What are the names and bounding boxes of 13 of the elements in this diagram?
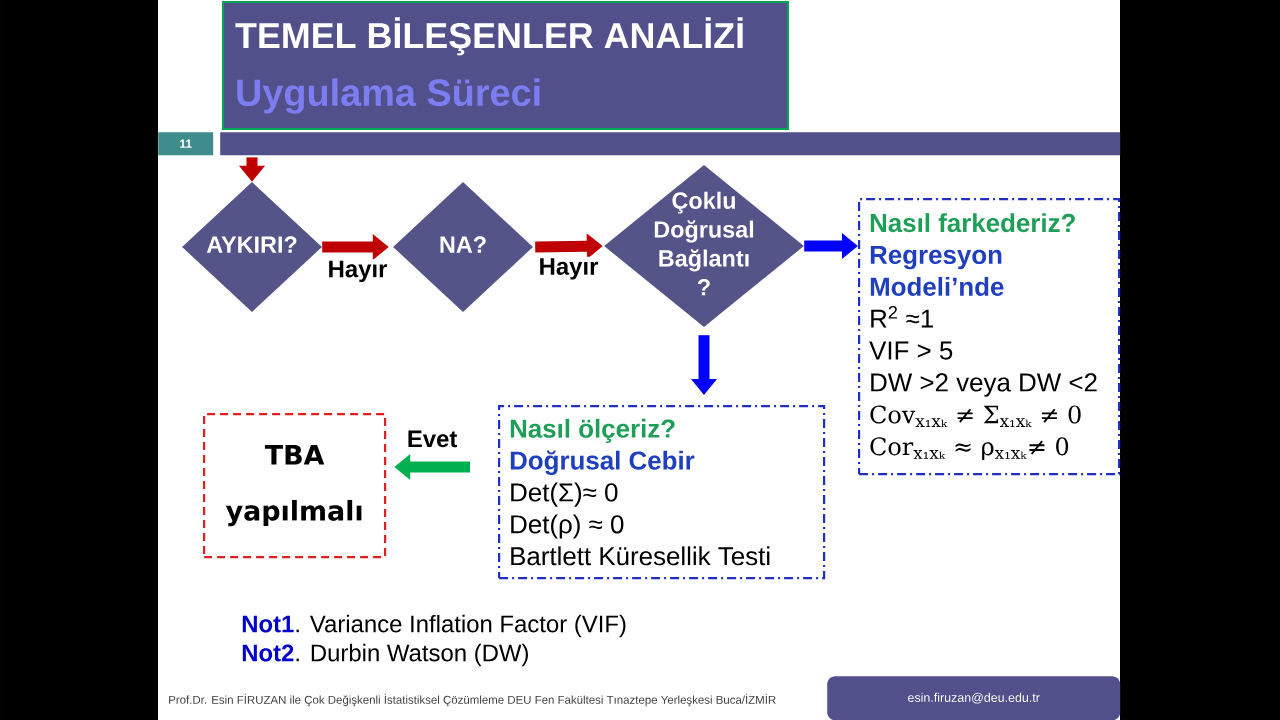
title-box: TEMEL BİLEŞENLER ANALİZİ Uygulama Süreci xyxy=(222,1,789,130)
result-box: TBA yapılmalı xyxy=(203,413,387,559)
note-text: Not1. Variance Inflation Factor (VIF) xyxy=(242,614,626,638)
slide-number: 11 xyxy=(158,132,214,156)
header-bar xyxy=(220,132,1121,156)
note-text: Not2. Durbin Watson (DW) xyxy=(242,643,528,667)
edge-label: Evet xyxy=(405,429,459,449)
note-box: Nasıl ölçeriz? Doğrusal Cebir Det(Σ)≈ 0 Det(ρ) ≈ 0 Bartlett Küresellik Testi xyxy=(498,405,826,580)
footer-text: Prof.Dr. Esin FİRUZAN ile Çok Değişkenli İstatistiksel Çözümleme DEU Fen Fakültesi Tınaztepe Yerleşkesi Buca/İZMİR xyxy=(169,693,776,707)
edge-label: Hayır xyxy=(537,256,600,282)
note-box: Nasıl farkederiz? Regresyon Modeli’nde R$^{2}$ ≈1 VIF > 5 DW >2 veya DW <2 Cov$_{x₁xₖ}$ ≠ Σ$_{x₁xₖ}$ ≠ 0 Cor$_{x₁xₖ}$ ≈ ρ$_{x₁xₖ}$≠ 0 xyxy=(858,198,1121,476)
edge-label: Hayır xyxy=(326,259,389,284)
contact-box: esin.firuzan@deu.edu.tr xyxy=(827,676,1121,720)
